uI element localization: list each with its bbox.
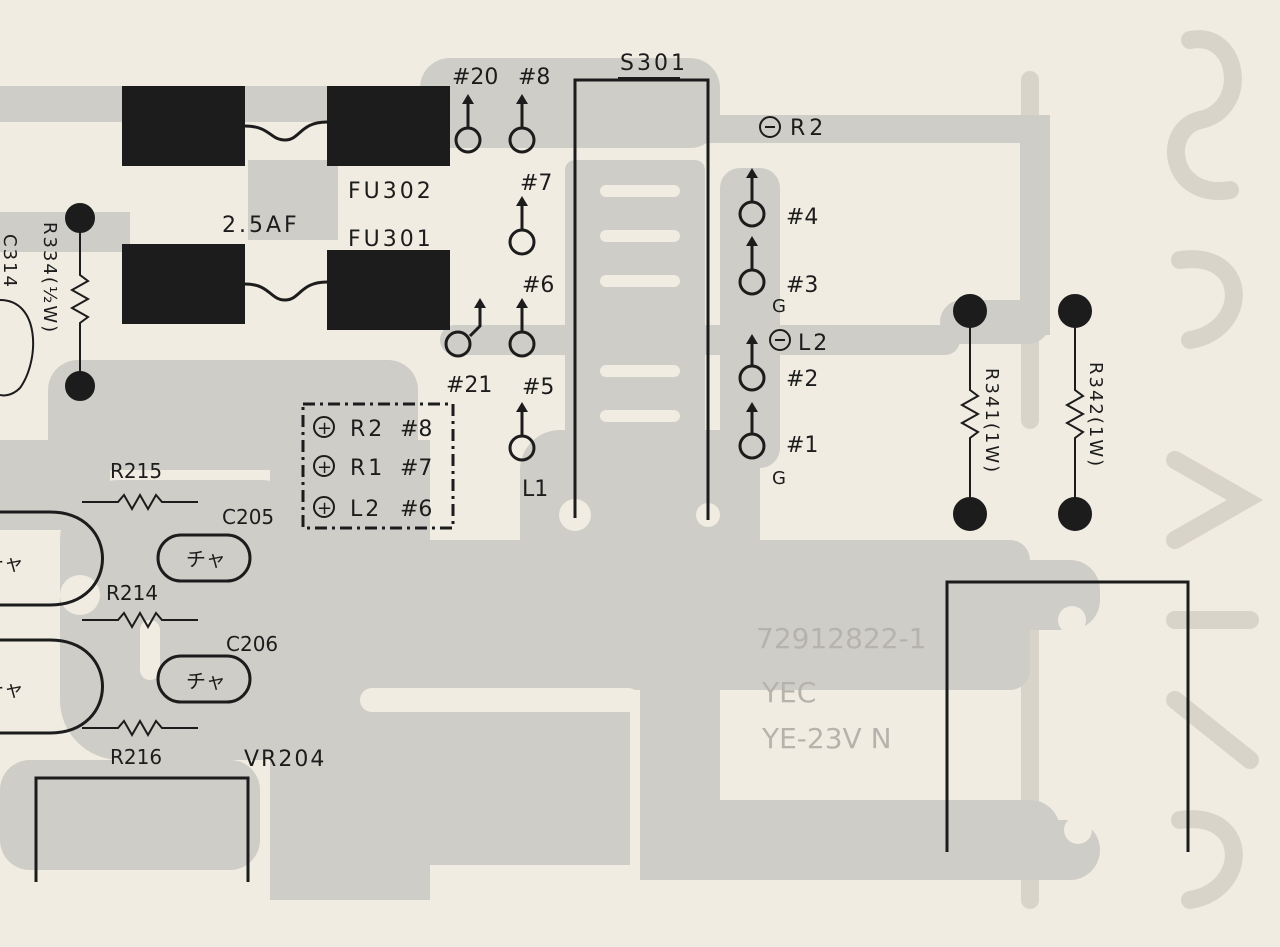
legend-pin-3: #6 <box>400 497 432 522</box>
board-mark-line1: 72912822-1 <box>756 622 926 655</box>
c205-outline <box>156 533 252 583</box>
r341-label: R341(1W) <box>981 368 1002 474</box>
left-cap-upper-mark: チャ <box>0 551 24 575</box>
fuse-fu302-label: FU302 <box>348 179 434 204</box>
pin-5-label: #5 <box>522 375 554 400</box>
fuse-body-bottom-left <box>122 244 245 324</box>
ground-lower-label: G <box>772 468 786 489</box>
legend-channel-2: R1 <box>350 456 385 481</box>
capacitor-outlines <box>0 510 252 735</box>
arrow-heads <box>462 94 758 412</box>
c206-label: C206 <box>226 632 278 656</box>
board-mark-line3: YE-23V N <box>761 722 892 755</box>
pin-r2-label: R2 <box>790 116 827 141</box>
copper-traces <box>0 58 1100 900</box>
minus-r2-circle <box>759 116 781 138</box>
r216-label: R216 <box>110 745 162 769</box>
pin-21-label: #21 <box>446 373 492 398</box>
c205-mark: チャ <box>186 547 226 571</box>
legend-pin-1: #8 <box>400 417 432 442</box>
ghost-print <box>1021 30 1264 909</box>
legend-sign-3: + <box>317 498 332 519</box>
connector-outline <box>945 580 1190 852</box>
switch-label: S301 <box>620 51 688 76</box>
legend-channel-1: R2 <box>350 417 385 442</box>
vr204-outline <box>34 776 250 882</box>
board-mark-line2: YEC <box>761 676 816 709</box>
c205-label: C205 <box>222 505 274 529</box>
fuse-wire-bottom <box>244 280 328 302</box>
pin-1-label: #1 <box>786 433 818 458</box>
c206-mark: チャ <box>186 669 226 693</box>
fuse-wire-top <box>244 120 328 142</box>
pin-3-label: #3 <box>786 273 818 298</box>
ground-upper-label: G <box>772 296 786 317</box>
pin-l2-label: L2 <box>798 331 830 356</box>
legend-sign-1: + <box>317 418 332 439</box>
switch-s301 <box>573 77 710 520</box>
r334-label: R334(½W) <box>39 222 60 334</box>
r214-label: R214 <box>106 581 158 605</box>
pin-l1-label: L1 <box>522 477 548 502</box>
pin-6-label: #6 <box>522 273 554 298</box>
legend-pin-2: #7 <box>400 456 432 481</box>
fuse-body-top-right <box>327 86 450 166</box>
minus-l2-circle <box>769 329 791 351</box>
left-cap-lower-mark: チャ <box>0 677 24 701</box>
pin-21-circle <box>444 330 472 358</box>
pin-7-label: #7 <box>520 171 552 196</box>
r341-r342-resistors <box>953 294 1092 531</box>
pin-20-label: #20 <box>452 65 498 90</box>
left-cap-lower <box>0 638 104 735</box>
pin-2-label: #2 <box>786 367 818 392</box>
pin-8-label: #8 <box>518 65 550 90</box>
c206-outline <box>156 654 252 704</box>
legend-channel-3: L2 <box>350 497 382 522</box>
legend-sign-2: + <box>317 457 332 478</box>
vr204-label: VR204 <box>244 747 326 772</box>
r342-label: R342(1W) <box>1085 362 1106 468</box>
c314-label: C314 <box>0 234 20 289</box>
r334-resistor <box>0 203 95 401</box>
left-cap-upper <box>0 510 104 607</box>
fuse-fu301-label: FU301 <box>348 227 434 252</box>
copper-cutouts <box>60 185 1092 844</box>
small-resistors <box>82 492 198 738</box>
fuse-body-bottom-right <box>327 250 450 330</box>
legend-box <box>301 402 455 530</box>
pin-4-label: #4 <box>786 205 818 230</box>
fuse-bodies <box>122 86 450 330</box>
fuse-rating-label: 2.5AF <box>222 213 300 238</box>
r215-label: R215 <box>110 459 162 483</box>
fuse-body-top-left <box>122 86 245 166</box>
pin-markers <box>444 102 791 462</box>
pin-7-circle <box>508 228 536 256</box>
